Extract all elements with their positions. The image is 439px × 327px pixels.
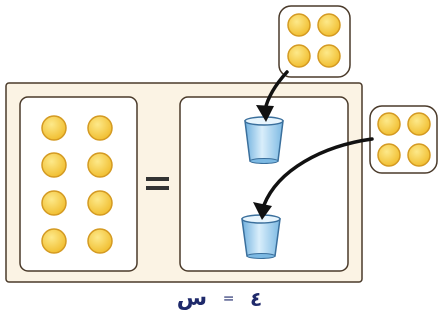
left-counters [41,115,113,254]
equals-sign [146,177,169,190]
counter [377,143,401,167]
variable-label: س [176,286,208,311]
counter [287,13,311,37]
right-side-panel [179,96,349,272]
counter [287,44,311,68]
counter [41,115,67,141]
counter-group-top [278,5,351,78]
value-label: ٤ [250,286,263,311]
counter [41,228,67,254]
counter [87,228,113,254]
equals-label: = [222,290,235,307]
counter [407,143,431,167]
counter [87,190,113,216]
arrow-icon [253,137,374,220]
counter [41,152,67,178]
counter [317,13,341,37]
left-side-panel [19,96,138,272]
equation-line: س = ٤ [0,286,439,316]
cup-icon [244,116,284,164]
counter [377,112,401,136]
counter [317,44,341,68]
arrow-icon [256,70,289,122]
counter [87,152,113,178]
counter [407,112,431,136]
cup-icon [241,214,281,259]
counter-group-right [369,105,438,174]
counter [41,190,67,216]
counter [87,115,113,141]
